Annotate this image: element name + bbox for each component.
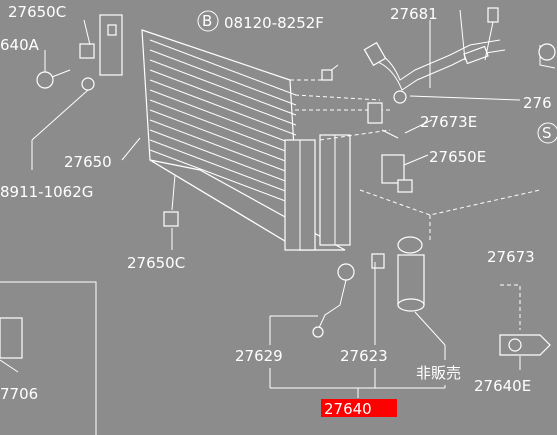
- inset-box-27706: [0, 281, 97, 435]
- label-276-right: 276: [523, 94, 552, 112]
- condenser-assembly: [99, 14, 391, 252]
- dashed-frames: [359, 189, 541, 330]
- receiver-drier: [312, 236, 425, 338]
- label-s: S: [542, 124, 552, 142]
- label-27681: 27681: [390, 5, 438, 23]
- label-08120-8252f: 08120-8252F: [224, 14, 324, 32]
- s-circle-icon: [537, 122, 557, 144]
- label-27650c-top: 27650C: [8, 3, 66, 21]
- label-27650e: 27650E: [429, 148, 486, 166]
- label-27650c-bottom: 27650C: [127, 254, 185, 272]
- label-640a: 640A: [0, 36, 40, 54]
- label-27673e: 27673E: [420, 113, 477, 131]
- label-27640-highlighted[interactable]: 27640: [324, 400, 372, 418]
- b-circle-icon: [197, 10, 219, 32]
- label-27706: 7706: [0, 385, 38, 403]
- label-27640e: 27640E: [474, 377, 531, 395]
- label-27623: 27623: [340, 347, 388, 365]
- label-27673-right: 27673: [487, 248, 535, 266]
- fittings-group: [321, 64, 413, 193]
- clamp-part: [499, 334, 551, 356]
- leader-lines: [31, 19, 521, 398]
- label-b: B: [202, 12, 212, 30]
- highlight-box: [321, 399, 397, 417]
- label-hihanbai: 非販売: [416, 364, 461, 382]
- label-27650: 27650: [64, 153, 112, 171]
- label-8911-1062g: 8911-1062G: [0, 183, 93, 201]
- label-27629: 27629: [235, 347, 283, 365]
- left-fasteners: [36, 43, 179, 227]
- upper-piping: [363, 7, 556, 91]
